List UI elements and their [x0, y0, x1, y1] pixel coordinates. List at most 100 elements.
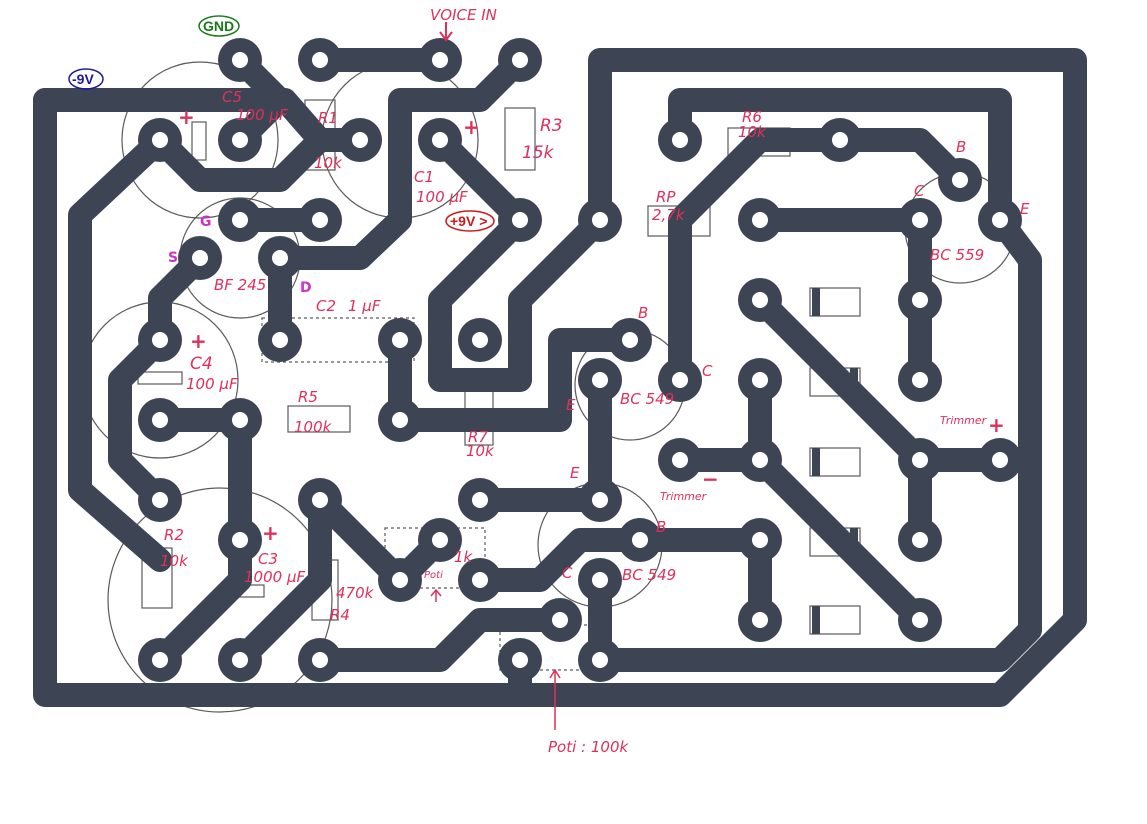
voice-in-arrow — [439, 22, 453, 42]
neg-label: -9V — [72, 71, 94, 87]
pad-c1-plus-hole — [432, 132, 448, 148]
t3-pin-c: C — [914, 182, 925, 200]
c5-plus: + — [178, 105, 195, 129]
pad-voice-in-hole — [432, 52, 448, 68]
t2-name: BC 549 — [622, 566, 676, 584]
pad-d5-k-hole — [912, 612, 928, 628]
trace-r3 — [268, 48, 532, 270]
r5-body — [287, 405, 351, 433]
poti-small-arrow — [430, 588, 442, 602]
c5-outline — [121, 61, 279, 219]
pad-t3-e-hole — [992, 212, 1008, 228]
trace-t1-c — [668, 128, 972, 392]
pad-d1-a-hole — [752, 292, 768, 308]
gnd-label: GND — [203, 18, 234, 34]
rp-value: 2,7k — [652, 206, 686, 224]
pad-t1-e-hole — [592, 372, 608, 388]
fet-pin-d: D — [300, 280, 312, 296]
t1-pin-b: B — [638, 304, 648, 322]
pad-t1-b-hole — [622, 332, 638, 348]
pad-d2-a-hole — [752, 372, 768, 388]
pad-r1-top-hole — [312, 52, 328, 68]
pad-9v-hole — [512, 212, 528, 228]
pad-c1-minus-hole — [312, 212, 328, 228]
gnd-label-ring — [198, 15, 240, 37]
r5-name: R5 — [298, 388, 318, 406]
r3-value: 15k — [522, 143, 555, 163]
c1-plus: + — [463, 115, 480, 139]
rp-name: RP — [656, 188, 676, 206]
c2-name: C2 — [316, 297, 336, 315]
c5-polarity — [191, 121, 207, 161]
c5-value: 100 µF — [236, 106, 288, 124]
pad-r4-bottom-hole — [312, 652, 328, 668]
pad-c2-left-hole — [272, 332, 288, 348]
trace-rp-t3 — [748, 208, 932, 392]
pad-d3-a-hole — [752, 452, 768, 468]
pad-c2-right-hole — [392, 332, 408, 348]
c3-value: 1000 µF — [244, 568, 305, 586]
fet-name: BF 245 — [214, 276, 266, 294]
t1-pin-c: C — [702, 362, 713, 380]
poti-big-label: Poti : 100k — [548, 738, 629, 756]
t1-pin-e: E — [566, 396, 576, 414]
pos-label-ring — [445, 210, 495, 232]
pad-fet-s-hole — [192, 250, 208, 266]
r3-name: R3 — [540, 116, 563, 136]
pad-r7-bottom-hole — [472, 492, 488, 508]
pads — [138, 38, 1022, 682]
pad-trimmer-left-hole — [672, 452, 688, 468]
trace-diode-cross-2 — [748, 448, 932, 632]
r7-name: R7 — [468, 428, 488, 446]
t3-pin-b: B — [956, 138, 966, 156]
t2-pin-c: C — [562, 564, 573, 582]
t3-pin-e: E — [1020, 200, 1030, 218]
trace-c2-node — [388, 328, 642, 432]
pad-rp-right-hole — [752, 212, 768, 228]
c4-polarity — [137, 371, 183, 385]
neg-label-ring — [68, 68, 104, 90]
pad-fet-g-hole — [232, 212, 248, 228]
pad-d4-k-hole — [912, 532, 928, 548]
diode-3-body — [809, 447, 861, 477]
t2-pin-b: B — [656, 518, 666, 536]
trace-c5-c4 — [68, 128, 172, 572]
annotations: VOICE IN C5 100 µF + R1 10k C1 100 µF + … — [160, 6, 1030, 756]
r7-value: 10k — [466, 442, 495, 460]
r4-name: R4 — [330, 606, 350, 624]
trace-diode-cross-1 — [748, 288, 932, 472]
trimmer-right-label: Trimmer — [940, 414, 988, 427]
pos-label: +9V > — [450, 213, 487, 229]
pad-c3-plus-hole — [232, 532, 248, 548]
c2-value: 1 µF — [348, 297, 381, 315]
pad-poti-small-w-hole — [392, 572, 408, 588]
pad-c4-minus-hole — [152, 412, 168, 428]
pad-t3-c-hole — [912, 212, 928, 228]
pad-c1-link-hole — [472, 332, 488, 348]
fet-pin-g: G — [200, 214, 212, 230]
r5-value: 100k — [294, 418, 333, 436]
c1-value: 100 µF — [416, 188, 468, 206]
c5-name: C5 — [222, 88, 242, 106]
trace-t2-b — [468, 528, 772, 592]
pad-r5-left-hole — [232, 412, 248, 428]
r3-body — [504, 107, 536, 171]
pad-t2-b-hole — [632, 532, 648, 548]
t1-name: BC 549 — [620, 390, 674, 408]
trace-t1-e — [468, 368, 612, 512]
pad-t3-b-hole — [952, 172, 968, 188]
pad-poti-big-w-hole — [512, 652, 528, 668]
trace-r4 — [308, 608, 572, 672]
pad-d4-a-hole — [752, 532, 768, 548]
diode-1-band — [812, 288, 820, 316]
pad-t2-c-hole — [592, 572, 608, 588]
pad-d2-k-hole — [912, 372, 928, 388]
pad-r2-top-hole — [152, 492, 168, 508]
pad-r4-top-hole — [312, 492, 328, 508]
poti-small-value: 1k — [454, 548, 474, 566]
pad-c5-minus-hole — [232, 132, 248, 148]
c4-value: 100 µF — [186, 375, 238, 393]
c3-name: C3 — [258, 550, 278, 568]
r6-value: 10k — [738, 123, 767, 141]
